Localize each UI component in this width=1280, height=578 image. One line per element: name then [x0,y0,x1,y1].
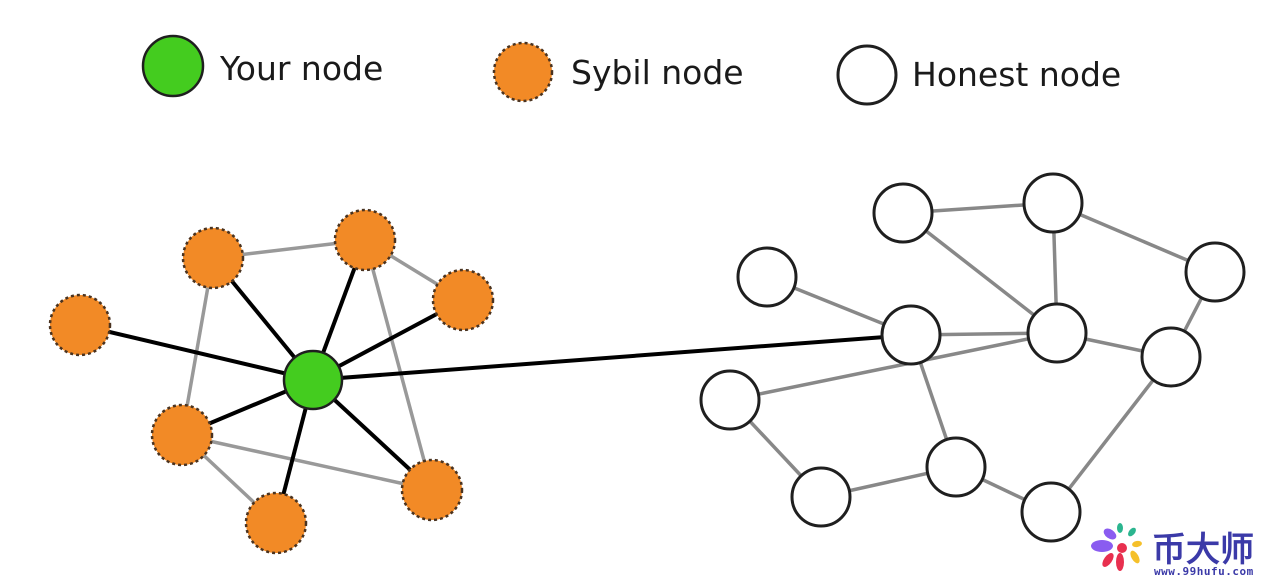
sybil-node-s4 [431,268,495,332]
edge-h8-h6 [729,331,1058,402]
legend-sybil-node-swatch [492,41,554,103]
honest-node-h5 [1184,241,1246,303]
honest-node-h4 [736,246,798,308]
watermark: 币大师 www.99hufu.com [1091,523,1254,578]
edge-h7-h11 [1049,355,1173,514]
honest-node-h6 [1026,302,1088,364]
edge-me-h3 [312,333,912,382]
legend-sybil-node-label: Sybil node [571,53,744,92]
honest-node-h7 [1140,326,1202,388]
legend-item-honest-node: Honest node [836,44,1121,106]
nodes [48,172,1246,555]
watermark-url: www.99hufu.com [1154,565,1254,578]
honest-node-h2 [1022,172,1084,234]
legend: Your node Sybil node Honest node [141,34,1121,106]
honest-node-h9 [790,466,852,528]
honest-node-h1 [872,182,934,244]
edge-s3-s7 [363,239,434,491]
edges [79,201,1217,525]
edge-h1-h6 [901,211,1059,335]
watermark-flower-icon [1091,523,1142,571]
sybil-node-s1 [48,293,112,357]
sybil-node-s5 [150,403,214,467]
honest-node-h8 [699,369,761,431]
sybil-node-s7 [400,458,464,522]
watermark-title: 币大师 [1152,530,1254,570]
legend-your-node-swatch [141,34,205,98]
sybil-node-s3 [333,208,397,272]
legend-honest-node-swatch [836,44,898,106]
legend-item-your-node: Your node [141,34,383,98]
sybil-node-s6 [244,491,308,555]
honest-node-h10 [925,436,987,498]
legend-item-sybil-node: Sybil node [492,41,744,103]
honest-node-h11 [1020,481,1082,543]
legend-your-node-label: Your node [219,49,383,88]
edge-s5-s7 [181,433,433,492]
edge-me-s1 [79,323,314,382]
your-node-me [282,349,344,411]
sybil-node-s2 [181,226,245,290]
legend-honest-node-label: Honest node [912,55,1121,94]
honest-node-h3 [880,304,942,366]
